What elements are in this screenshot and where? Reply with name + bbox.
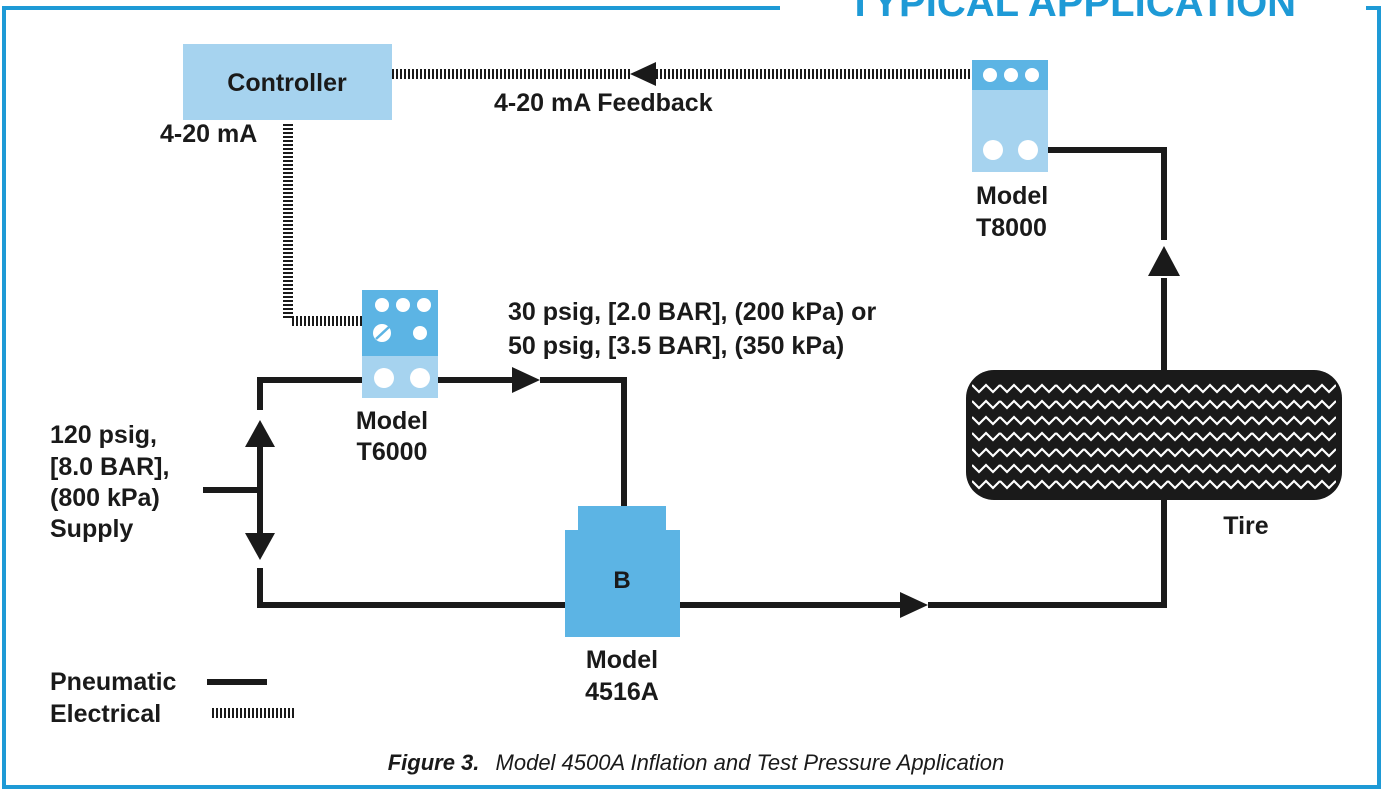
supply-to-4516a-line bbox=[257, 568, 565, 608]
feedback-signal-line-right bbox=[656, 69, 972, 79]
feedback-signal-line-left bbox=[392, 69, 632, 79]
controller-output-label: 4-20 mA bbox=[160, 120, 257, 148]
output-pressure-line2: 50 psig, [3.5 BAR], (350 kPa) bbox=[508, 332, 844, 360]
tire-supply-line bbox=[928, 498, 1167, 608]
t6000-label-line1: Model bbox=[356, 407, 428, 435]
t8000-label-line2: T8000 bbox=[976, 214, 1047, 242]
model-t8000-device bbox=[972, 60, 1048, 172]
controller-box bbox=[183, 44, 392, 120]
legend-pneumatic-label: Pneumatic bbox=[50, 668, 177, 696]
feedback-label: 4-20 mA Feedback bbox=[494, 89, 713, 117]
t6000-output-arrow bbox=[512, 367, 540, 393]
supply-label-line3: (800 kPa) bbox=[50, 484, 160, 512]
supply-label-line4: Supply bbox=[50, 515, 133, 543]
controller-signal-line-vertical bbox=[283, 122, 293, 318]
figure-text: Model 4500A Inflation and Test Pressure … bbox=[496, 750, 1005, 775]
t6000-label-line2: T6000 bbox=[357, 438, 428, 466]
figure-number: Figure 3. bbox=[388, 750, 480, 775]
pneumatic-arrows bbox=[245, 246, 1180, 618]
legend-electrical-swatch bbox=[212, 708, 296, 718]
output-pressure-line1: 30 psig, [2.0 BAR], (200 kPa) or bbox=[508, 298, 876, 326]
4516a-label-line2: 4516A bbox=[585, 678, 659, 706]
figure-caption: Figure 3. Model 4500A Inflation and Test… bbox=[388, 750, 1005, 775]
pneumatic-lines bbox=[203, 147, 1167, 608]
legend-electrical-label: Electrical bbox=[50, 700, 161, 728]
model-4516a-device bbox=[565, 506, 680, 637]
4516a-output-arrow bbox=[900, 592, 928, 618]
supply-up-arrow bbox=[245, 420, 275, 447]
supply-to-t6000-line bbox=[257, 377, 362, 410]
4516a-label-line1: Model bbox=[586, 646, 658, 674]
model-t6000-device bbox=[362, 290, 438, 398]
regulated-line-to-4516a bbox=[540, 377, 627, 508]
t8000-tap-line bbox=[1046, 147, 1167, 240]
legend-pneumatic-swatch bbox=[207, 679, 267, 685]
t8000-label-line1: Model bbox=[976, 182, 1048, 210]
supply-label-line2: [8.0 BAR], bbox=[50, 453, 169, 481]
controller-label: Controller bbox=[227, 69, 347, 97]
controller-signal-line-horizontal bbox=[290, 316, 362, 326]
supply-down-arrow bbox=[245, 533, 275, 560]
tire-label: Tire bbox=[1223, 512, 1268, 540]
tire-tread-pattern bbox=[972, 380, 1336, 492]
feedback-arrow bbox=[630, 62, 656, 86]
t8000-up-arrow bbox=[1148, 246, 1180, 276]
page-title: TYPICAL APPLICATION bbox=[848, 0, 1296, 25]
4516a-letter: B bbox=[613, 567, 630, 594]
frame-border bbox=[2, 6, 1381, 789]
supply-label-line1: 120 psig, bbox=[50, 421, 157, 449]
